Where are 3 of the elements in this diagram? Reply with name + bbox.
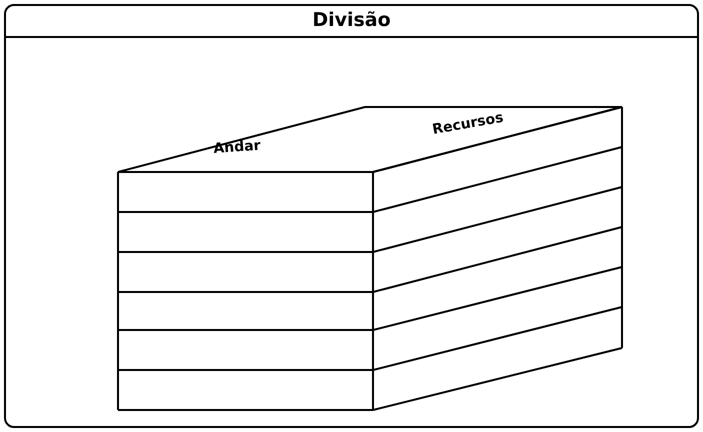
- panel-title: Divisão: [311, 9, 392, 31]
- face-label: Andar: [212, 138, 262, 157]
- face-label: Recursos: [431, 110, 505, 138]
